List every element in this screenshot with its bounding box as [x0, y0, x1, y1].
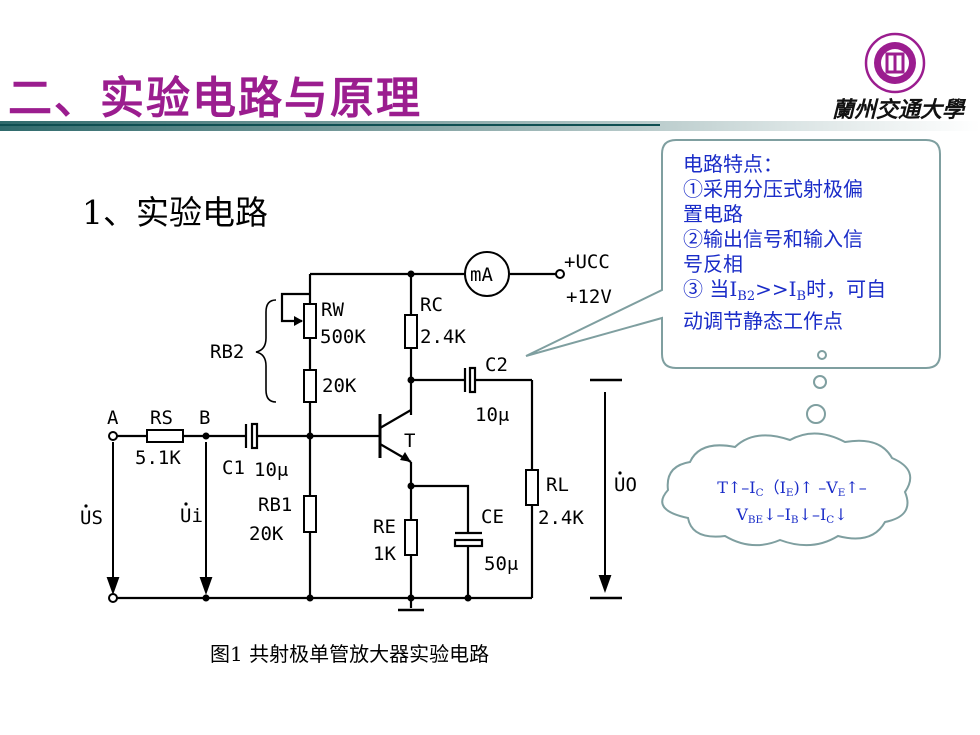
title-underline: [0, 124, 660, 126]
rl-value: 2.4K: [538, 507, 584, 529]
callout-item3-line2: 动调节静态工作点: [683, 308, 843, 333]
callout-item2-line2: 号反相: [683, 252, 743, 276]
junction-dot: [306, 432, 314, 440]
milliammeter: [464, 251, 510, 297]
capacitor-ce-plate-b: [453, 538, 484, 548]
thought-dot: [806, 404, 826, 424]
callout-item1-line2: 置电路: [683, 202, 743, 226]
thought-cloud: [661, 432, 912, 547]
wiper-arrow: [294, 316, 303, 326]
transistor-emitter-arrow: [400, 452, 411, 462]
rb1-label: RB1: [258, 494, 292, 516]
junction-dot: [202, 432, 210, 440]
university-name: 蘭州交通大學: [831, 97, 964, 123]
callout-item3-sub1: B2: [737, 288, 756, 304]
callout-bubble: [525, 139, 941, 369]
logo-seal-outer: [864, 32, 926, 94]
rw-label: RW: [321, 299, 344, 321]
node-a-label: A: [107, 407, 119, 429]
slide-title: 二、实验电路与原理: [8, 73, 422, 124]
rb1-value: 20K: [249, 523, 284, 545]
terminal-ucc: [555, 269, 565, 279]
node-b-label: B: [199, 407, 210, 429]
university-logo: [864, 32, 926, 94]
terminal-a: [108, 431, 118, 441]
cloud-line1: T↑–IC（IE)↑ –VE↑–: [717, 478, 867, 500]
capacitor-c2-plate-b: [468, 366, 477, 394]
rw-value: 500K: [320, 326, 366, 348]
ui-label: Ui: [180, 505, 203, 527]
rc-value: 2.4K: [420, 326, 466, 348]
junction-dot: [464, 594, 472, 602]
junction-dot: [407, 270, 415, 278]
callout-item3-mid: >>I: [755, 277, 797, 301]
supply-value: +12V: [566, 286, 612, 308]
callout-item3-sub2: B: [796, 288, 807, 304]
wire-emitter-ce: [411, 484, 470, 532]
dot-accent: [184, 502, 188, 506]
r20k-value: 20K: [322, 375, 357, 397]
junction-dot: [202, 594, 210, 602]
callout-item3-line1: ③ 当IB2>>IB时，可自: [683, 277, 921, 309]
ce-label: CE: [481, 506, 504, 528]
resistor-20k: [303, 369, 317, 403]
resistor-rl: [525, 469, 539, 506]
dot-accent: [84, 504, 88, 508]
c1-value: 10μ: [254, 459, 288, 481]
callout-heading: 电路特点：: [683, 152, 783, 176]
rb2-brace: [255, 299, 277, 403]
dot-accent: [618, 471, 622, 475]
callout-item2-line1: ②输出信号和输入信: [683, 227, 863, 251]
title-underline-bar: [0, 121, 980, 131]
callout-text: 电路特点： ①采用分压式射极偏 置电路 ②输出信号和输入信 号反相 ③ 当IB2…: [683, 152, 921, 334]
re-value: 1K: [373, 543, 396, 565]
capacitor-c1-plate-b: [250, 422, 259, 450]
junction-dot: [407, 482, 415, 490]
resistor-rb1: [303, 495, 317, 533]
transistor-collector: [379, 409, 412, 429]
junction-dot: [407, 594, 415, 602]
us-label: US: [80, 507, 103, 529]
uo-label: UO: [614, 474, 637, 496]
cloud-text: T↑–IC（IE)↑ –VE↑– VBE↓–IB↓–IC↓: [682, 477, 902, 531]
thought-dot: [813, 375, 827, 389]
resistor-rw: [303, 303, 317, 339]
cloud-line2: VBE↓–IB↓–IC↓: [736, 505, 848, 527]
rb2-label: RB2: [210, 341, 244, 363]
rs-label: RS: [150, 407, 173, 429]
rc-label: RC: [420, 294, 443, 316]
rl-label: RL: [546, 474, 569, 496]
rs-value: 5.1K: [135, 447, 181, 469]
resistor-rs: [146, 429, 184, 443]
c2-value: 10μ: [475, 404, 509, 426]
meter-label: mA: [470, 264, 493, 286]
callout-item3-prefix: ③ 当I: [683, 277, 738, 301]
transistor-label: T: [404, 430, 415, 452]
re-label: RE: [373, 516, 396, 538]
terminal-ground: [108, 593, 118, 603]
callout-item1-line1: ①采用分压式射极偏: [683, 177, 863, 201]
section-heading: 1、实验电路: [82, 193, 268, 232]
figure-caption: 图1 共射极单管放大器实验电路: [210, 642, 490, 666]
junction-dot: [407, 376, 415, 384]
resistor-re: [404, 519, 418, 556]
junction-dot: [306, 594, 314, 602]
callout-item3-suffix: 时，可自: [806, 277, 887, 301]
c1-label: C1: [222, 457, 245, 479]
supply-label: +UCC: [564, 251, 610, 273]
resistor-rc: [404, 314, 418, 349]
thought-dot: [817, 350, 827, 360]
c2-label: C2: [485, 354, 508, 376]
ce-value: 50μ: [484, 553, 518, 575]
